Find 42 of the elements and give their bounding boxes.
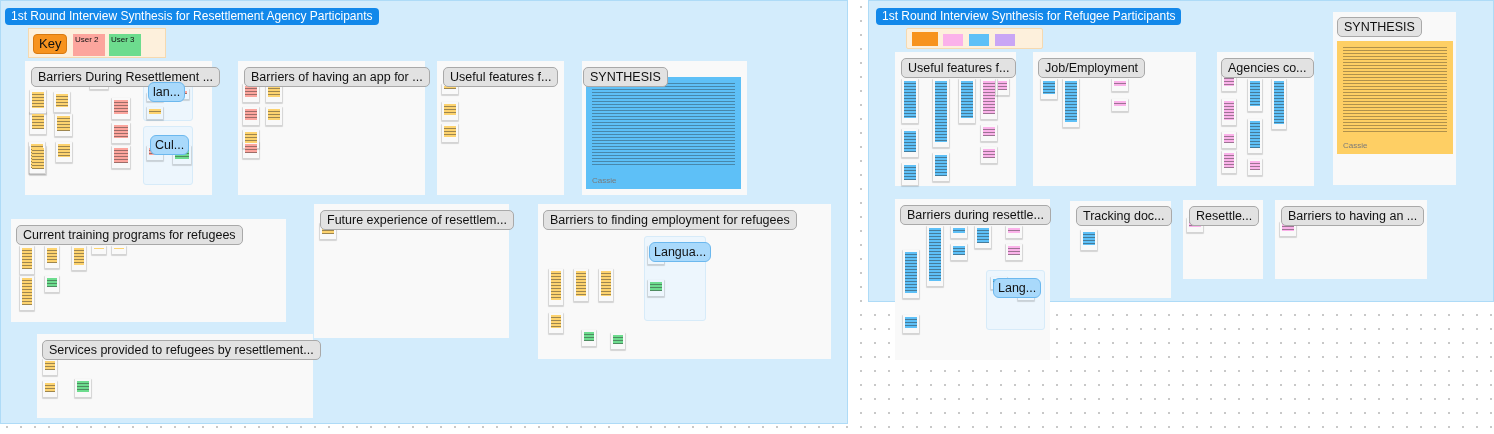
board-card — [1183, 200, 1263, 279]
key-tag: Key — [33, 34, 68, 54]
board-card — [1070, 201, 1171, 298]
board-title: Barriers to having an ... — [1281, 206, 1425, 226]
cluster-card — [143, 126, 193, 185]
board-title: SYNTHESIS — [583, 67, 668, 87]
sticky-note: User 2 — [73, 34, 105, 56]
board-title: SYNTHESIS — [1337, 17, 1422, 37]
board-card — [1217, 52, 1314, 186]
board-title: Useful features f... — [901, 58, 1017, 78]
section-title: 1st Round Interview Synthesis for Refugee Participants — [876, 8, 1182, 25]
board-card — [538, 204, 831, 359]
board-title: Cul... — [150, 135, 190, 155]
section-background — [0, 0, 848, 424]
board-card — [1275, 200, 1427, 279]
board-title: Services provided to refugees by resettlement... — [42, 340, 321, 360]
board-card — [437, 61, 564, 195]
board-card — [1033, 52, 1196, 186]
cluster-card — [986, 270, 1045, 330]
key-box — [28, 28, 166, 58]
board-title: Tracking doc... — [1076, 206, 1172, 226]
board-card — [11, 219, 286, 322]
board-card — [582, 61, 747, 195]
board-card — [1333, 12, 1456, 185]
section-background — [868, 0, 1494, 302]
board-title: Agencies co... — [1221, 58, 1314, 78]
sticky-note: User 3 — [109, 34, 141, 56]
board-title: Barriers of having an app for ... — [244, 67, 430, 87]
board-card — [895, 199, 1050, 360]
cluster-card — [143, 79, 193, 121]
board-title: Job/Employment — [1038, 58, 1146, 78]
author-name: Cassie — [1343, 141, 1368, 150]
board-title: Current training programs for refugees — [16, 225, 243, 245]
board-card — [895, 52, 1016, 186]
board-title: Barriers during resettle... — [900, 205, 1051, 225]
board-title: Useful features f... — [443, 67, 559, 87]
section-title: 1st Round Interview Synthesis for Resettlement Agency Participants — [5, 8, 379, 25]
author-name: Cassie — [592, 176, 617, 185]
board-title: Barriers to finding employment for refugees — [543, 210, 797, 230]
board-title: Resettle... — [1189, 206, 1260, 226]
board-title: Future experience of resettlem... — [320, 210, 514, 230]
key-box — [906, 28, 1043, 49]
